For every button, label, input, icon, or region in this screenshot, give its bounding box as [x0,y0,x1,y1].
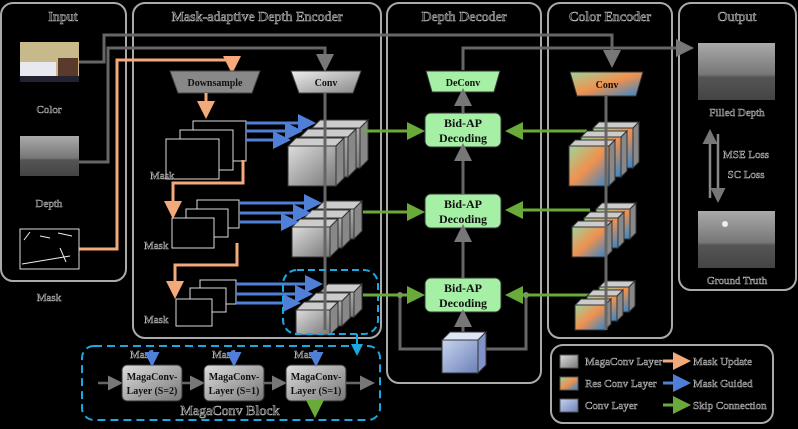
output-panel-title: Output [718,10,757,25]
mask3-label: Mask [144,314,169,326]
mask1-label: Mask [150,170,175,182]
downsample-block [169,70,261,94]
color-encoder-panel-title: Color Encoder [569,10,651,25]
bid-ap-label-line2: Decoding [439,212,487,226]
depth-label: Depth [36,198,63,210]
bid-ap-label-line2: Decoding [439,296,487,310]
magaconv-layer-label-2: Layer (S=1) [209,386,260,397]
filled-depth-image [698,43,775,100]
bid-ap-blocks: Bid-APDecodingBid-APDecodingBid-APDecodi… [424,112,502,313]
depth-decoder-panel-title: Depth Decoder [421,10,506,25]
magaconv-layer-label-1: MagaConv- [127,372,178,383]
magaconv-layer-label-2: Layer (S=2) [127,386,178,397]
legend-swatch-conv [559,398,579,413]
ground-truth-image [698,211,775,268]
magaconv-cube [286,136,346,188]
legend-label: Skip Connection [693,400,767,412]
color-conv-block [569,71,644,97]
legend-label: Mask Guided [693,378,753,390]
conv-layer-cube [440,330,488,375]
magaconv-layer-label-1: MagaConv- [291,372,342,383]
filled-depth-label: Filled Depth [709,107,765,119]
magaconv-highlight [282,269,379,335]
mask-label: Mask [37,292,62,304]
legend-label: Res Conv Layer [585,378,657,390]
bid-ap-label-line1: Bid-AP [444,116,482,130]
mask-image [19,228,80,270]
color-to-color-encoder-line [79,33,614,64]
skip-connection-arrows [363,122,590,304]
magaconv-layer-label-1: MagaConv- [209,372,260,383]
mse-loss-label: MSE Loss [723,149,769,161]
ground-truth-label: Ground Truth [707,275,768,287]
res-conv-feature-stacks [567,120,641,332]
sc-loss-label: SC Loss [728,169,765,181]
legend-label: Conv Layer [585,400,638,412]
deconv-to-output-line [461,39,694,70]
magaconv-cube [290,217,340,259]
magaconv-layer-box: MagaConv- Layer (S=2) [121,364,183,402]
mask2-label: Mask [144,240,169,252]
legend-swatch-resconv [559,376,579,391]
ground-truth-highlight [722,221,728,227]
depth-image [20,136,79,176]
color-conv-label: Conv [596,80,619,91]
mask-to-downsample-line [79,56,241,251]
deconv-label: DeConv [446,78,480,89]
encoder-panel-title: Mask-adaptive Depth Encoder [171,10,342,25]
deconv-block [425,70,501,93]
color-label: Color [36,104,61,116]
mask-stack-2 [171,199,240,249]
magaconv-block-title: MagaConv Block [180,404,279,419]
depth-to-conv-line [79,46,334,164]
magaconv-block-panel [81,345,381,421]
conv-block [290,70,362,94]
mask-guided-arrows [236,114,323,312]
magaconv-layer-label-2: Layer (S=1) [291,386,342,397]
color-image [20,42,79,82]
bid-ap-label-line1: Bid-AP [444,281,482,295]
magaconv-cube [294,300,340,337]
magaconv-layer-box: MagaConv- Layer (S=1) [285,364,347,402]
downsample-label: Downsample [187,78,243,89]
bid-ap-label-line1: Bid-AP [444,197,482,211]
mask-stack-3 [175,279,237,327]
res-conv-cube [567,138,617,188]
conv-label: Conv [315,78,338,89]
legend-label: MagaConv Layer [585,356,663,368]
legend-swatch-magaconv [559,354,579,369]
conv-side-lines [398,295,528,351]
mask-update-arrow-2 [166,243,239,299]
legend-panel [550,344,774,424]
magaconv-layer-box: MagaConv- Layer (S=1) [203,364,265,402]
mask-update-arrow-1 [164,160,245,219]
input-panel-title: Input [48,10,78,25]
bid-ap-label-line2: Decoding [439,131,487,145]
legend-label: Mask Update [693,356,752,368]
